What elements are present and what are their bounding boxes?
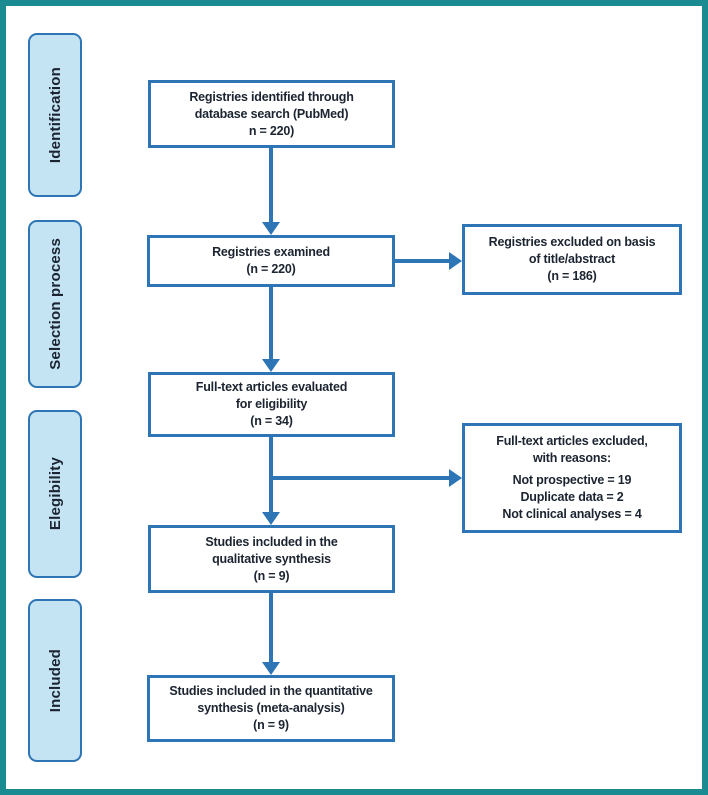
stage-label-identification: Identification bbox=[28, 33, 82, 197]
box-line: Registries examined bbox=[212, 245, 330, 259]
box-quantitative-synthesis: Studies included in the quantitative syn… bbox=[147, 675, 395, 742]
box-line: (n = 9) bbox=[253, 718, 289, 732]
arrow-head-right-icon bbox=[449, 469, 462, 487]
box-line: for eligibility bbox=[235, 397, 308, 411]
box-line: Duplicate data = 2 bbox=[520, 490, 624, 504]
box-qualitative-synthesis: Studies included in the qualitative synt… bbox=[148, 525, 395, 593]
box-line: Registries identified through bbox=[189, 89, 354, 104]
arrow-head-down-icon bbox=[262, 359, 280, 372]
arrow-line-identified-to-examined bbox=[269, 148, 273, 222]
box-line: (n = 34) bbox=[250, 414, 293, 428]
box-line: Registries excluded on basis bbox=[488, 235, 656, 249]
box-line: Studies included in the quantitative bbox=[169, 684, 373, 698]
stage-label-selection-process: Selection process bbox=[28, 220, 82, 388]
box-fulltext-excluded: Full-text articles excluded, with reason… bbox=[462, 423, 682, 533]
box-line: Studies included in the bbox=[205, 534, 338, 549]
stage-label-elegibility: Elegibility bbox=[28, 410, 82, 578]
box-line: Full-text articles excluded, bbox=[496, 434, 648, 448]
box-line: (n = 220) bbox=[246, 262, 296, 276]
stage-label-text: Included bbox=[46, 648, 64, 713]
stage-label-text: Identification bbox=[46, 66, 64, 164]
arrow-head-down-icon bbox=[262, 662, 280, 675]
box-registries-identified: Registries identified through database s… bbox=[148, 80, 395, 148]
exclusion-reasons: Not prospective = 19 Duplicate data = 2 … bbox=[502, 472, 641, 523]
arrow-line-examined-to-excluded bbox=[395, 259, 449, 263]
stage-label-text: Selection process bbox=[46, 238, 64, 370]
arrow-line-qualitative-to-quantitative bbox=[269, 593, 273, 662]
box-line: Not prospective = 19 bbox=[512, 473, 632, 487]
arrow-line-examined-to-fulltext bbox=[269, 287, 273, 359]
box-line: synthesis (meta-analysis) bbox=[197, 701, 345, 715]
stage-label-text: Elegibility bbox=[46, 457, 64, 531]
box-line: (n = 9) bbox=[253, 568, 290, 583]
arrow-line-branch-to-fulltext-excluded bbox=[269, 476, 449, 480]
box-line: n = 220) bbox=[248, 123, 295, 138]
box-line: Full-text articles evaluated bbox=[195, 380, 348, 394]
arrow-line-fulltext-to-qualitative bbox=[269, 437, 273, 512]
box-line: database search (PubMed) bbox=[194, 106, 349, 121]
arrow-head-down-icon bbox=[262, 222, 280, 235]
box-line: qualitative synthesis bbox=[212, 551, 331, 566]
arrow-head-down-icon bbox=[262, 512, 280, 525]
box-registries-excluded: Registries excluded on basis of title/ab… bbox=[462, 224, 682, 295]
box-line: with reasons: bbox=[533, 451, 611, 465]
box-fulltext-evaluated: Full-text articles evaluated for eligibi… bbox=[148, 372, 395, 437]
box-line: of title/abstract bbox=[528, 252, 616, 266]
arrow-head-right-icon bbox=[449, 252, 462, 270]
box-line: (n = 186) bbox=[547, 269, 597, 283]
stage-label-included: Included bbox=[28, 599, 82, 762]
box-line: Not clinical analyses = 4 bbox=[502, 507, 642, 521]
box-registries-examined: Registries examined (n = 220) bbox=[147, 235, 395, 287]
